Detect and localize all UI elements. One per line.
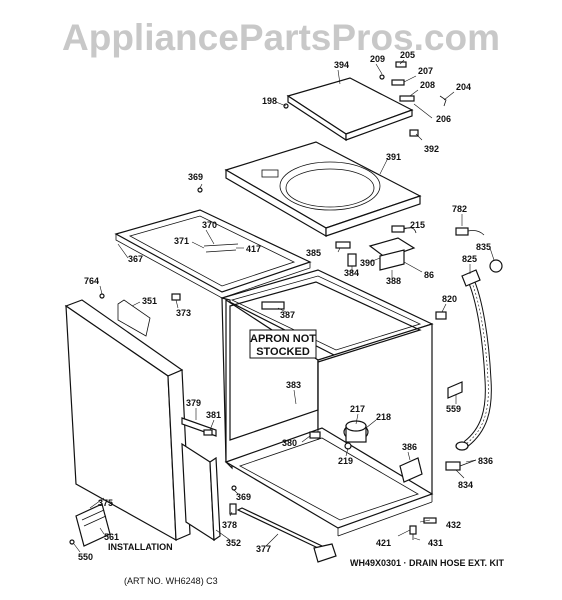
callout-215: 215 <box>410 220 425 230</box>
clip-380 <box>309 431 321 439</box>
clip-820 <box>435 311 447 320</box>
callout-205: 205 <box>400 50 415 60</box>
leader-lines <box>73 59 495 553</box>
callout-432: 432 <box>446 520 461 530</box>
callout-375: 375 <box>98 498 113 508</box>
callout-561: 561 <box>104 532 119 542</box>
callout-384: 384 <box>344 268 359 278</box>
callout-217: 217 <box>350 404 365 414</box>
callout-86: 86 <box>424 270 434 280</box>
callout-782: 782 <box>452 204 467 214</box>
hose-hanger-559 <box>447 381 463 399</box>
top-cover-part <box>224 141 422 238</box>
art-number-label: (ART NO. WH6248) C3 <box>124 576 218 586</box>
callout-218: 218 <box>376 412 391 422</box>
callout-836: 836 <box>478 456 493 466</box>
callout-385: 385 <box>306 248 321 258</box>
screw-369-bottom <box>231 485 237 491</box>
callout-208: 208 <box>420 80 435 90</box>
callout-834: 834 <box>458 480 473 490</box>
lid-part <box>286 77 414 142</box>
front-panel-part <box>64 299 191 542</box>
screw-764 <box>99 293 105 299</box>
callout-820: 820 <box>442 294 457 304</box>
apron-note: APRON NOT STOCKED <box>249 329 317 359</box>
lid-hinge-hardware <box>283 61 447 137</box>
brace-387 <box>261 301 285 310</box>
callout-373: 373 <box>176 308 191 318</box>
switch-bracket-parts <box>335 225 417 271</box>
wire-connector-782 <box>455 227 485 236</box>
installation-card-561 <box>75 503 111 547</box>
callout-370: 370 <box>202 220 217 230</box>
cabinet-part <box>220 269 434 537</box>
screw-369-top <box>197 187 203 193</box>
screw-550 <box>69 539 75 545</box>
callout-421: 421 <box>376 538 391 548</box>
callout-351: 351 <box>142 296 157 306</box>
callout-392: 392 <box>424 144 439 154</box>
top-frame-part <box>114 209 312 299</box>
callout-381: 381 <box>206 410 221 420</box>
callout-352: 352 <box>226 538 241 548</box>
watermark-text: AppliancePartsPros.com <box>62 17 500 58</box>
kick-panel-part <box>181 442 221 542</box>
callout-417: 417 <box>246 244 261 254</box>
drain-hose-part <box>455 269 492 451</box>
callout-825: 825 <box>462 254 477 264</box>
callout-204: 204 <box>456 82 471 92</box>
callout-386: 386 <box>402 442 417 452</box>
callout-550: 550 <box>78 552 93 562</box>
callout-388: 388 <box>386 276 401 286</box>
callout-371: 371 <box>174 236 189 246</box>
callout-431: 431 <box>428 538 443 548</box>
callout-394: 394 <box>334 60 349 70</box>
callout-367: 367 <box>128 254 143 264</box>
callout-378: 378 <box>222 520 237 530</box>
clip-378 <box>229 503 237 515</box>
callout-198: 198 <box>262 96 277 106</box>
callout-390: 390 <box>360 258 375 268</box>
callout-377: 377 <box>256 544 271 554</box>
callout-559: 559 <box>446 404 461 414</box>
drain-hose-kit-label: WH49X0301 · DRAIN HOSE EXT. KIT <box>350 558 505 568</box>
callout-209: 209 <box>370 54 385 64</box>
callout-835: 835 <box>476 242 491 252</box>
apron-note-line1: APRON NOT <box>250 333 316 345</box>
callout-380: 380 <box>282 438 297 448</box>
hose-clamp-835 <box>489 259 503 273</box>
callout-207: 207 <box>418 66 433 76</box>
callout-206: 206 <box>436 114 451 124</box>
callout-379: 379 <box>186 398 201 408</box>
base-rail-part <box>236 507 337 563</box>
installation-label: INSTALLATION <box>108 542 173 552</box>
apron-note-line2: STOCKED <box>256 346 310 358</box>
callout-369-top: 369 <box>188 172 203 182</box>
callout-387: 387 <box>280 310 295 320</box>
callout-383: 383 <box>286 380 301 390</box>
bracket-386 <box>399 457 423 483</box>
clip-373 <box>171 293 181 301</box>
drain-hose-end-834 <box>445 459 477 471</box>
callout-391: 391 <box>386 152 401 162</box>
clip-381 <box>203 429 213 436</box>
callout-764: 764 <box>84 276 99 286</box>
callout-labels: 394 209 205 207 208 204 206 198 392 391 … <box>78 50 493 562</box>
callout-219: 219 <box>338 456 353 466</box>
callout-369-bottom: 369 <box>236 492 251 502</box>
